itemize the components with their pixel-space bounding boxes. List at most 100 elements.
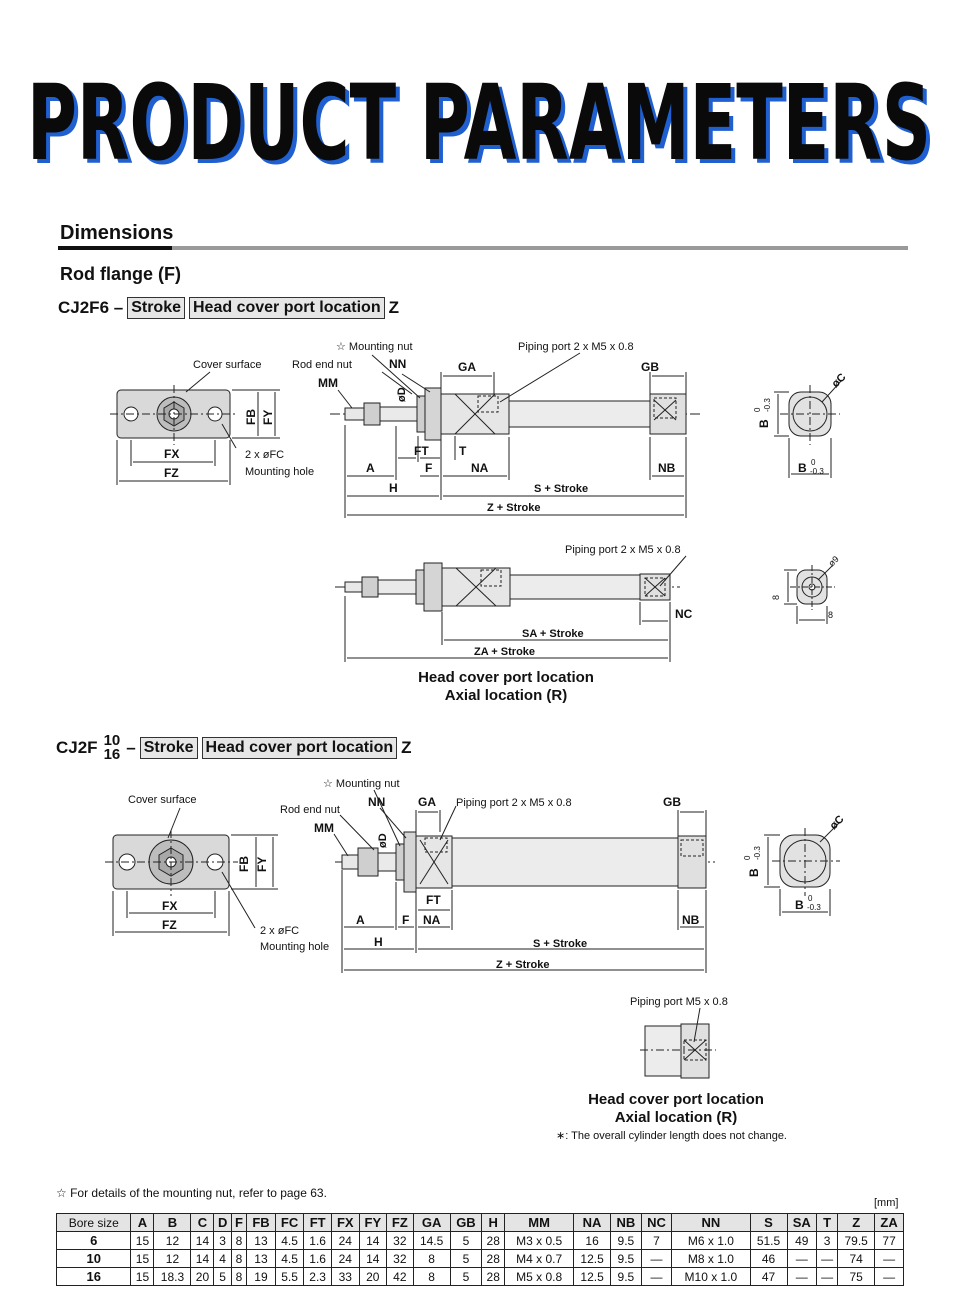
table-cell: — (874, 1267, 904, 1286)
drawing-bore-6: Cover surface Rod end nut ☆ Mounting nut… (110, 341, 849, 662)
label-oc: øC (830, 371, 849, 390)
table-cell: 51.5 (749, 1231, 788, 1250)
table-cell: 32 (386, 1231, 414, 1250)
model-dash: – (126, 738, 136, 757)
banner-shadow: PRODUCT PARAMETERS (31, 66, 935, 188)
tol-upper-v: 0 (743, 855, 752, 860)
table-cell: 47 (749, 1267, 788, 1286)
table-cell: 19 (246, 1267, 276, 1286)
table-cell: 14 (358, 1231, 388, 1250)
table-cell: 9.5 (610, 1267, 642, 1286)
label-mounting-hole: Mounting hole (260, 941, 329, 953)
label-od: øD (396, 387, 408, 402)
column-header: FZ (386, 1213, 414, 1232)
table-cell: M4 x 0.7 (504, 1249, 575, 1268)
head-cover (649, 393, 687, 435)
rod-flange (424, 387, 442, 441)
table-cell: 14 (190, 1249, 215, 1268)
label-rod-end-nut: Rod end nut (280, 804, 340, 816)
label-fb: FB (244, 409, 258, 425)
bore-top: 10 (103, 732, 121, 749)
table-cell: 79.5 (837, 1231, 876, 1250)
table-cell: M10 x 1.0 (671, 1267, 751, 1286)
bore-fraction: 10 16 (103, 732, 121, 762)
model-heading-6: CJ2F6 – Stroke Head cover port location … (58, 297, 399, 319)
table-cell: 9.5 (610, 1231, 642, 1250)
overall-length-note: ∗: The overall cylinder length does not … (556, 1130, 787, 1142)
table-cell: 12 (153, 1231, 192, 1250)
table-cell: 9.5 (610, 1249, 642, 1268)
table-cell: — (640, 1249, 673, 1268)
table-cell: 5 (449, 1231, 483, 1250)
model-prefix: CJ2F6 – (58, 298, 124, 317)
label-a: A (356, 913, 365, 927)
table-cell: 28 (481, 1231, 506, 1250)
label-o9: ø9 (826, 554, 841, 569)
column-header: GA (412, 1213, 451, 1232)
table-cell: 4.5 (274, 1249, 305, 1268)
tol-lower-v: -0.3 (763, 398, 772, 412)
label-ft: FT (426, 893, 441, 907)
column-header: S (749, 1213, 788, 1232)
table-cell: M8 x 1.0 (671, 1249, 751, 1268)
column-header: ZA (874, 1213, 904, 1232)
column-header: NC (640, 1213, 673, 1232)
table-cell: 8 (230, 1267, 248, 1286)
tol-lower-v: -0.3 (753, 846, 762, 860)
table-cell: 6 (55, 1231, 132, 1250)
stroke-box: Stroke (139, 737, 198, 759)
model-suffix: Z (401, 738, 412, 757)
label-za-stroke: ZA + Stroke (474, 646, 535, 658)
label-gb: GB (641, 360, 659, 374)
column-header: MM (504, 1213, 575, 1232)
table-cell: 15 (130, 1267, 155, 1286)
cylinder-tube (451, 837, 679, 887)
table-cell: M6 x 1.0 (671, 1231, 751, 1250)
label-mounting-hole-fc: 2 x øFC (245, 449, 284, 461)
label-ft: FT (414, 444, 429, 458)
piston-rod (379, 406, 419, 422)
table-cell: 12.5 (573, 1249, 612, 1268)
table-cell: — (640, 1267, 673, 1286)
label-nb: NB (658, 461, 676, 475)
table-cell: 3 (816, 1231, 839, 1250)
column-header: FT (303, 1213, 332, 1232)
table-cell: 8 (412, 1249, 451, 1268)
section-rule (58, 246, 908, 250)
column-header: FX (330, 1213, 360, 1232)
column-header: F (230, 1213, 248, 1232)
label-8-v: 8 (771, 595, 781, 600)
column-header: SA (786, 1213, 818, 1232)
label-z-stroke: Z + Stroke (496, 959, 550, 971)
label-nb: NB (682, 913, 700, 927)
label-s-stroke: S + Stroke (534, 483, 588, 495)
table-cell: 3 (213, 1231, 232, 1250)
table-cell: — (786, 1267, 818, 1286)
table-cell: 77 (874, 1231, 904, 1250)
table-cell: 13 (246, 1231, 276, 1250)
label-8-h: 8 (828, 610, 833, 620)
label-na: NA (423, 913, 441, 927)
table-cell: — (816, 1267, 839, 1286)
label-mounting-hole-fc: 2 x øFC (260, 925, 299, 937)
caption-line1: Head cover port location (588, 1091, 764, 1108)
column-header: GB (449, 1213, 483, 1232)
label-fy: FY (261, 410, 275, 425)
unit-label: [mm] (874, 1197, 899, 1209)
table-cell: M3 x 0.5 (504, 1231, 575, 1250)
label-fx: FX (162, 899, 177, 913)
label-nn: NN (368, 795, 385, 809)
label-oc: øC (828, 813, 847, 832)
table-cell: 10 (55, 1249, 132, 1268)
table-cell: 24 (330, 1231, 360, 1250)
table-cell: 14 (190, 1231, 215, 1250)
column-header: B (153, 1213, 192, 1232)
caption-line2: Axial location (R) (444, 687, 568, 704)
banner-title: PRODUCT PARAMETERS (27, 62, 931, 184)
label-fb: FB (237, 856, 251, 872)
stroke-box: Stroke (127, 297, 185, 319)
table-cell: 12.5 (573, 1267, 612, 1286)
